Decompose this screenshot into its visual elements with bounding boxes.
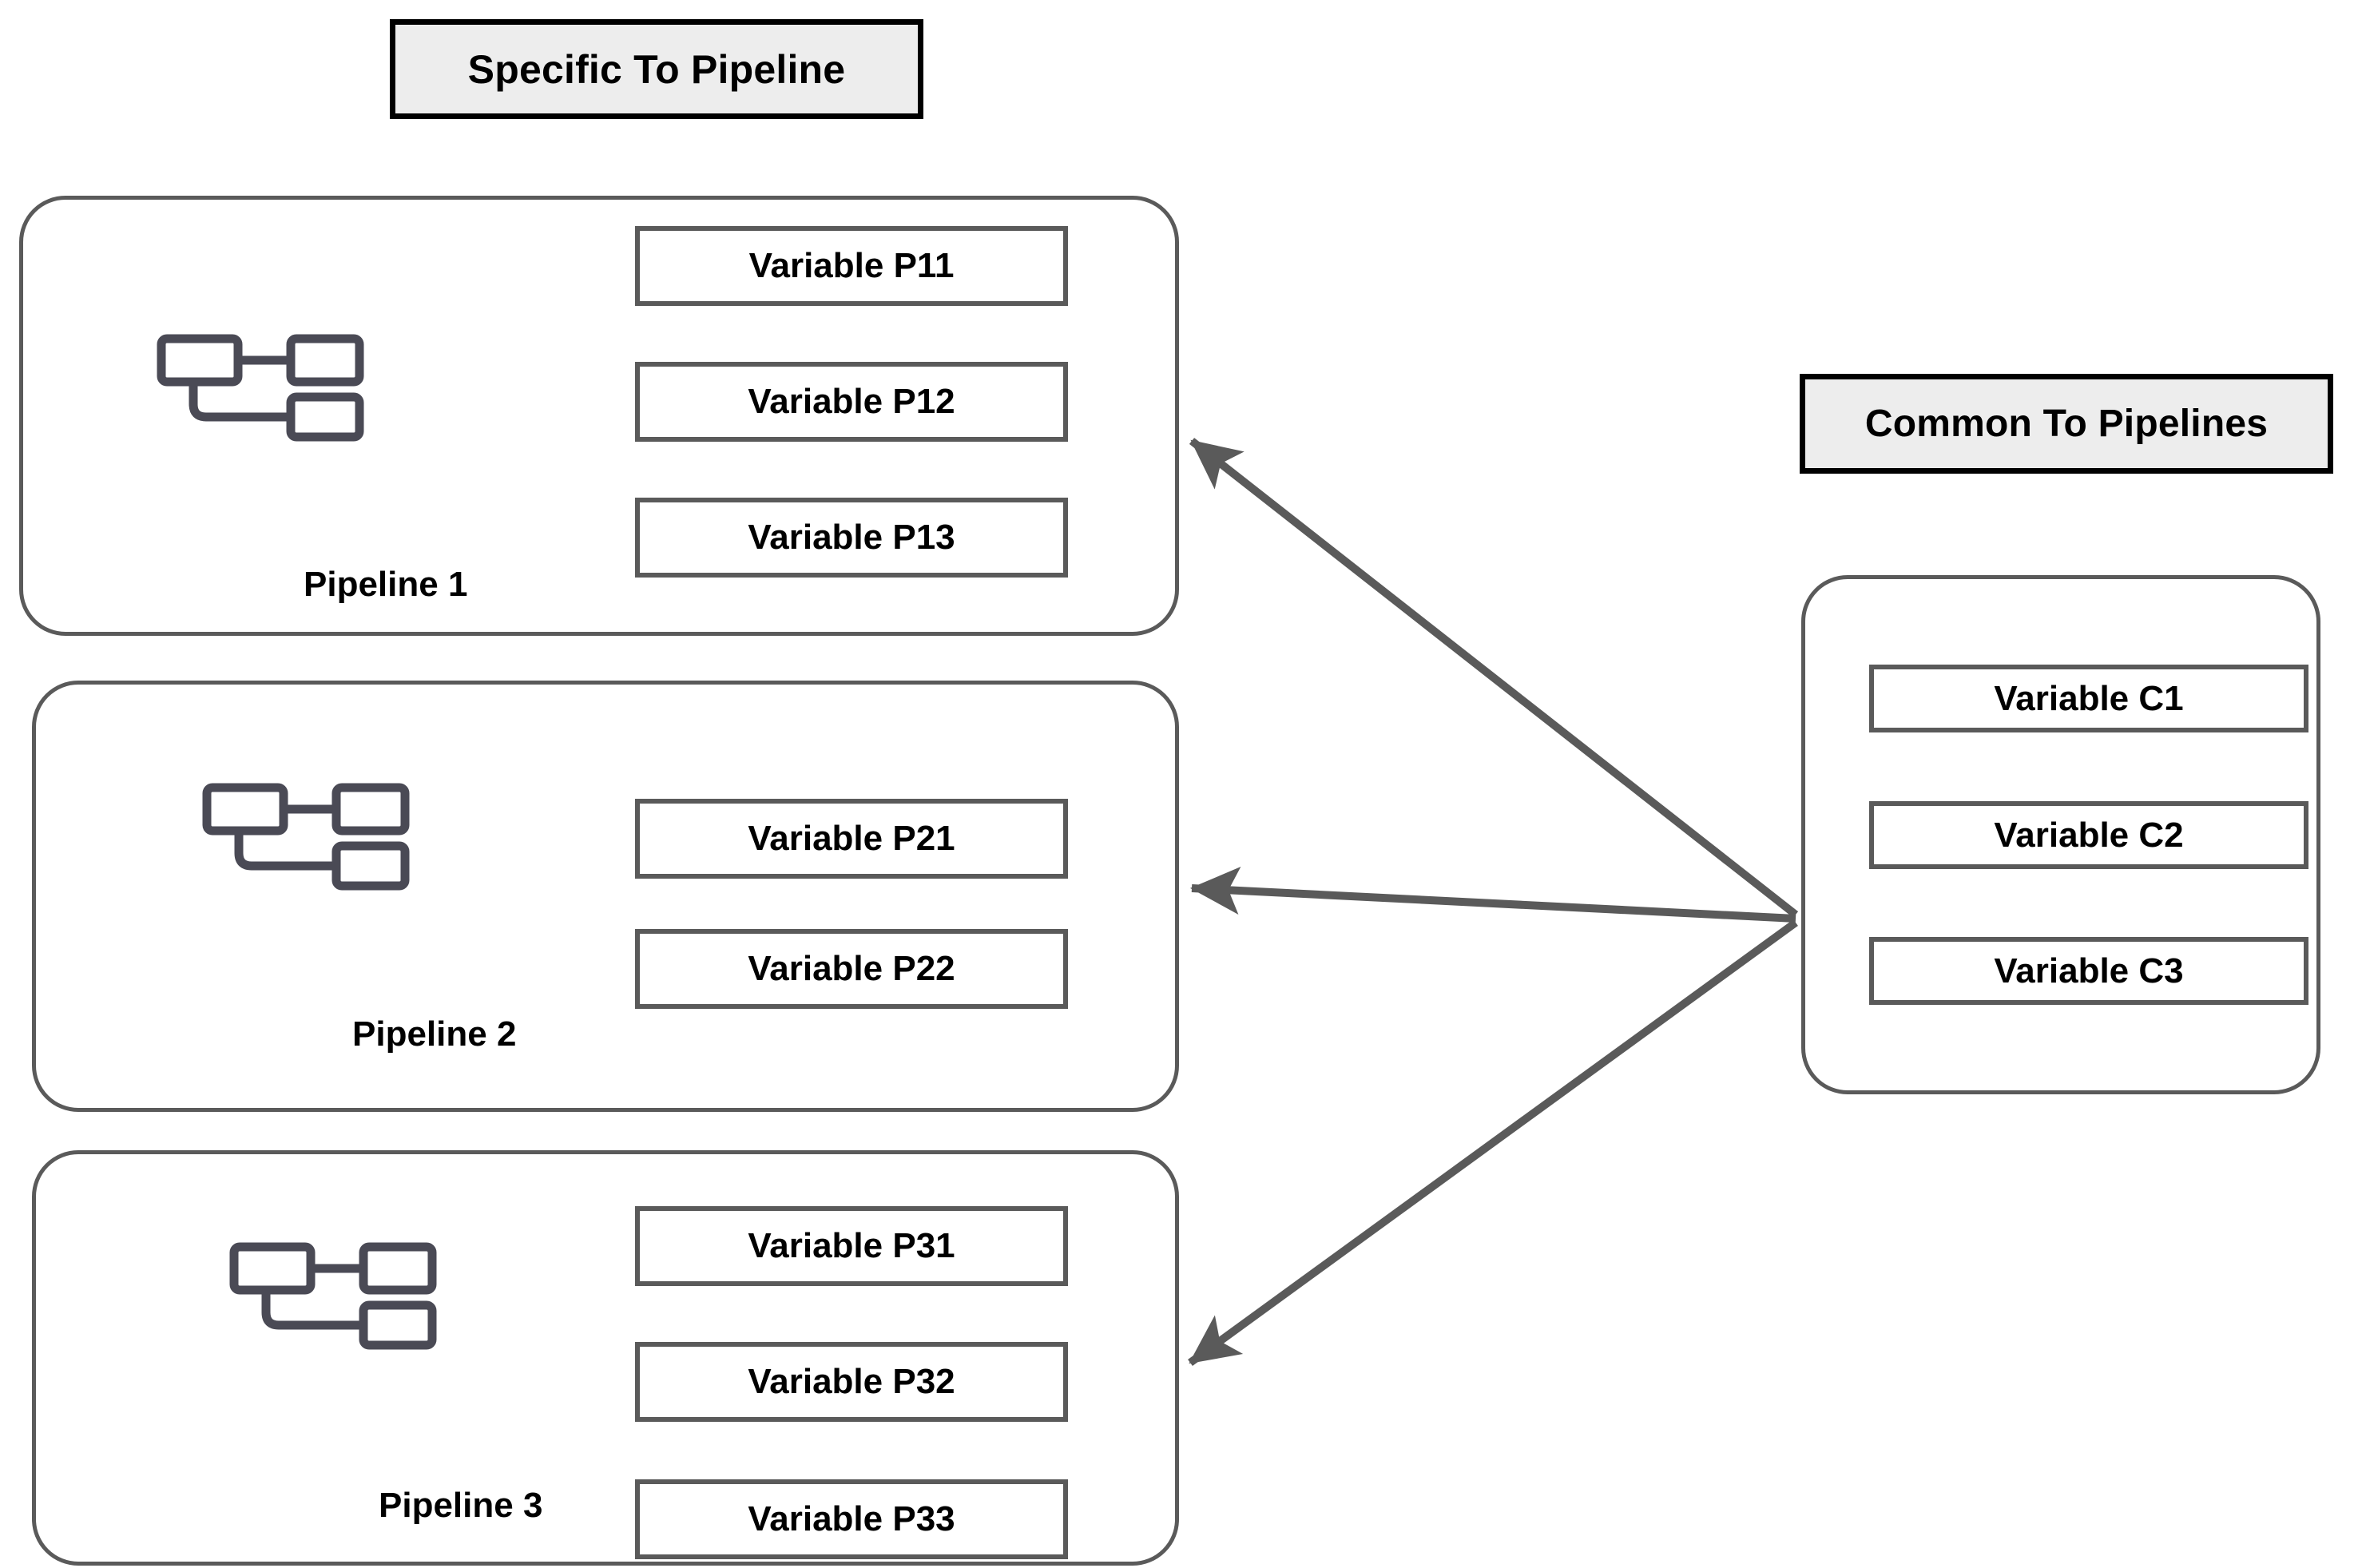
variable-chip-p31[interactable]: Variable P31 — [635, 1206, 1068, 1286]
arrow-common-to-pipeline-1 — [1189, 438, 1799, 918]
section-header-specific-label: Specific To Pipeline — [467, 46, 846, 92]
pipeline-caption-1: Pipeline 1 — [304, 565, 468, 604]
arrow-common-to-pipeline-3 — [1188, 919, 1798, 1367]
variable-chip-p13-label: Variable P13 — [748, 518, 955, 557]
pipeline-group-2[interactable] — [32, 681, 1179, 1112]
arrow-common-to-pipeline-2 — [1190, 867, 1796, 923]
variable-chip-c3[interactable]: Variable C3 — [1869, 937, 2308, 1005]
variable-chip-p32[interactable]: Variable P32 — [635, 1342, 1068, 1422]
variable-chip-c2[interactable]: Variable C2 — [1869, 801, 2308, 869]
variable-chip-c1[interactable]: Variable C1 — [1869, 665, 2308, 732]
variable-chip-c3-label: Variable C3 — [1994, 951, 2184, 990]
variable-chip-p11-label: Variable P11 — [748, 246, 955, 285]
variable-chip-c2-label: Variable C2 — [1994, 815, 2184, 855]
pipeline-caption-3: Pipeline 3 — [379, 1486, 543, 1525]
variable-chip-c1-label: Variable C1 — [1994, 678, 2184, 718]
variable-chip-p33-label: Variable P33 — [748, 1499, 955, 1538]
variable-chip-p12[interactable]: Variable P12 — [635, 362, 1068, 442]
section-header-common-to-pipelines: Common To Pipelines — [1800, 374, 2333, 474]
variable-chip-p13[interactable]: Variable P13 — [635, 498, 1068, 578]
pipeline-flow-icon-1 — [157, 334, 364, 442]
variable-chip-p32-label: Variable P32 — [748, 1362, 955, 1401]
variable-chip-p33[interactable]: Variable P33 — [635, 1479, 1068, 1559]
pipeline-caption-2: Pipeline 2 — [352, 1014, 517, 1054]
variable-chip-p21[interactable]: Variable P21 — [635, 799, 1068, 879]
section-header-specific-to-pipeline: Specific To Pipeline — [390, 19, 923, 119]
section-header-common-label: Common To Pipelines — [1864, 403, 2269, 445]
variable-chip-p31-label: Variable P31 — [748, 1226, 955, 1265]
variable-chip-p12-label: Variable P12 — [748, 382, 955, 421]
variable-chip-p22-label: Variable P22 — [748, 949, 955, 988]
variable-chip-p11[interactable]: Variable P11 — [635, 226, 1068, 306]
variable-chip-p21-label: Variable P21 — [748, 819, 955, 858]
pipeline-flow-icon-3 — [229, 1242, 437, 1350]
variable-chip-p22[interactable]: Variable P22 — [635, 929, 1068, 1009]
pipeline-flow-icon-2 — [202, 783, 410, 891]
